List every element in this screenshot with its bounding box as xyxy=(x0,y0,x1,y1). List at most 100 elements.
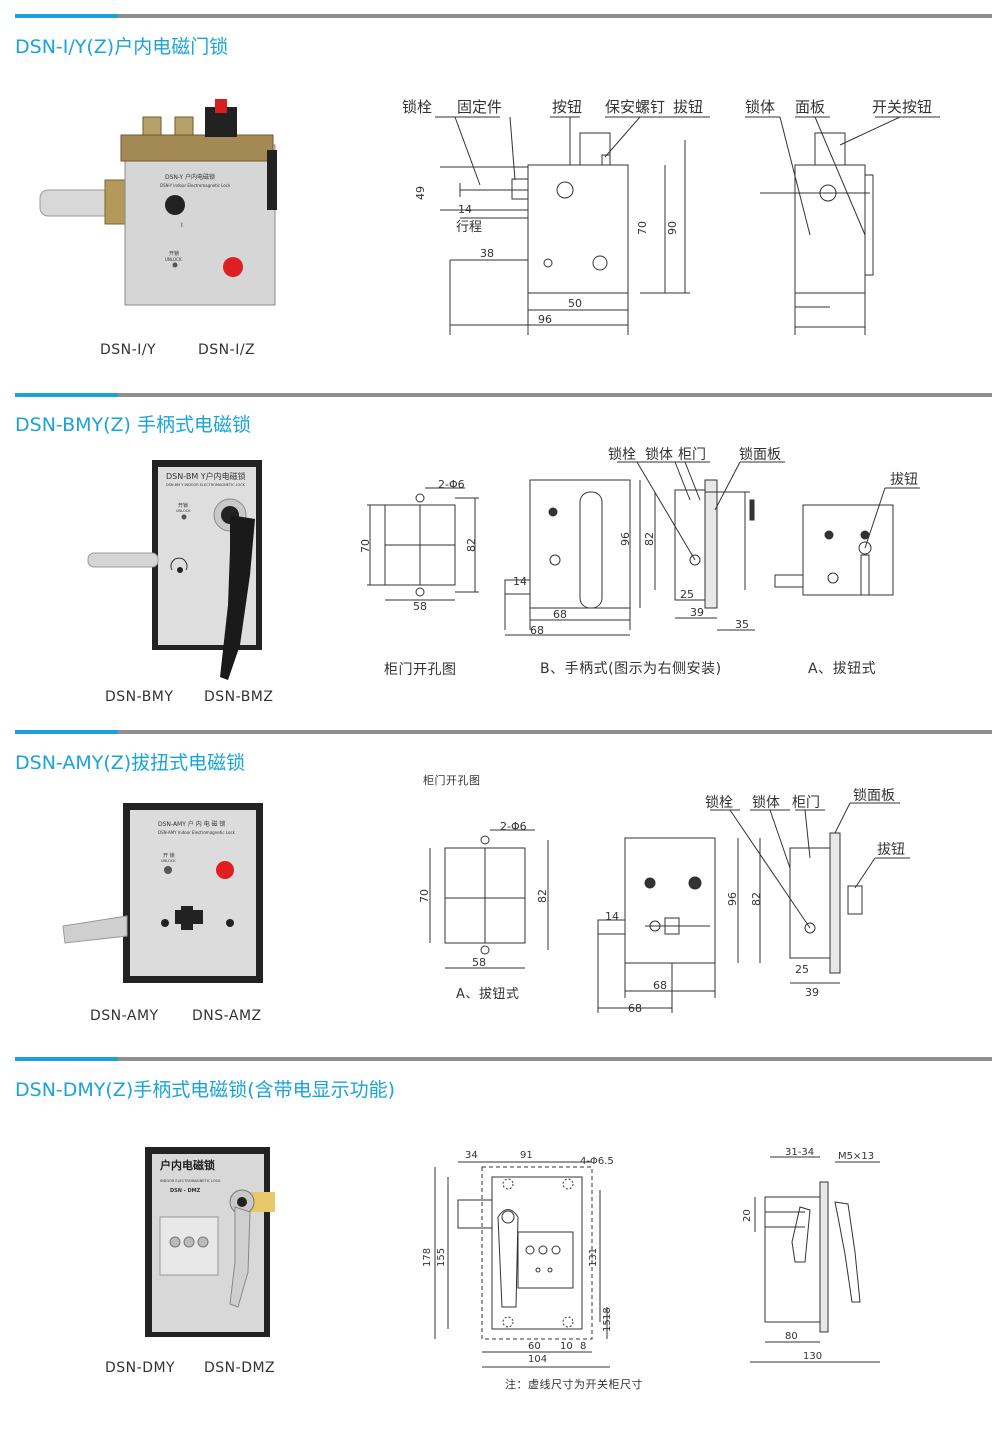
product-label: DSN-Ⅰ/Y xyxy=(100,342,157,358)
product-label: DSN-DMY xyxy=(105,1360,176,1376)
dim-label: 104 xyxy=(528,1354,547,1365)
dim-label: 14 xyxy=(513,575,527,588)
product-label: DSN-AMY xyxy=(90,1008,159,1024)
panel-text: UNLOCK xyxy=(165,257,182,262)
panel-text: DSN-AMY 户 内 电 磁 锁 xyxy=(158,820,225,828)
callout-label: 开关按钮 xyxy=(872,98,932,116)
callout-label: 固定件 xyxy=(457,98,502,116)
dimension-drawing-dsn-amy: 2-Φ6 70 82 58 96 82 14 68 68 25 39 锁栓 锁体… xyxy=(418,788,910,1015)
callout-label: 拔钮 xyxy=(890,472,918,488)
dim-label: 60 xyxy=(528,1341,541,1352)
panel-text: 户内电磁锁 xyxy=(160,1158,215,1172)
product-label: DNS-AMZ xyxy=(192,1008,262,1024)
panel-text: DSN-Y 户内电磁锁 xyxy=(165,173,215,181)
dim-label: 31-34 xyxy=(785,1147,814,1158)
section-title: DSN-AMY(Z)拔扭式电磁锁 xyxy=(15,752,246,774)
section-rule xyxy=(118,1057,992,1061)
dimension-drawing-dsn-1: 锁栓 固定件 按钮 保安螺钉 拔钮 锁体 面板 开关按钮 49 14 行程 38… xyxy=(402,98,940,335)
dim-label: 70 xyxy=(636,221,649,235)
section-rule xyxy=(118,14,992,18)
product-label: DSN-BMY xyxy=(105,689,174,705)
panel-text: DSN - DMZ xyxy=(170,1188,201,1194)
product-photo-dsn-amy: DSN-AMY 户 内 电 磁 锁 DSN-AMY Indoor Electro… xyxy=(62,803,263,983)
dim-label: 15 xyxy=(602,1319,613,1332)
panel-text: INDOOR ELECTROMAGNETIC LOCK xyxy=(160,1179,221,1183)
dim-label: 178 xyxy=(422,1248,433,1267)
panel-text: DSN-Y Indoor Electromagnetic Lock xyxy=(160,183,231,188)
callout-label: 锁面板 xyxy=(739,447,781,463)
product-photo-dsn-1: DSN-Y 户内电磁锁 DSN-Y Indoor Electromagnetic… xyxy=(39,99,277,306)
dim-label: 58 xyxy=(472,956,486,969)
callout-label: 锁体 xyxy=(645,447,673,463)
callout-label: 保安螺钉 xyxy=(605,98,665,116)
callout-label: 柜门 xyxy=(678,447,706,463)
dim-label: 155 xyxy=(436,1248,447,1267)
section-rule-accent xyxy=(15,14,118,18)
dim-label: 70 xyxy=(418,889,431,903)
callout-label: 锁栓 xyxy=(608,447,636,463)
panel-text: I xyxy=(181,222,183,229)
dim-label: 2-Φ6 xyxy=(438,478,465,491)
dim-label: 131 xyxy=(588,1248,599,1267)
product-label: DSN-BMZ xyxy=(204,689,274,705)
section-title: DSN-BMY(Z) 手柄式电磁锁 xyxy=(15,414,251,436)
dim-label: 14 xyxy=(605,910,619,923)
product-photo-dsn-dmy: 户内电磁锁 INDOOR ELECTROMAGNETIC LOCK DSN - … xyxy=(145,1147,275,1337)
section-dsn-dmy: DSN-DMY(Z)手柄式电磁锁(含带电显示功能) 户内电磁锁 INDOOR E… xyxy=(0,1057,1000,1431)
section-rule xyxy=(118,730,992,734)
dim-label: 50 xyxy=(568,297,582,310)
dim-label: 90 xyxy=(666,221,679,235)
dim-label: 58 xyxy=(413,600,427,613)
dim-label: 91 xyxy=(520,1150,533,1161)
dim-label: 18 xyxy=(602,1307,613,1320)
dim-label: 96 xyxy=(726,892,739,906)
dim-label: 68 xyxy=(653,979,667,992)
dim-label: 20 xyxy=(742,1209,753,1222)
section-rule-accent xyxy=(15,730,118,734)
product-label: DSN-Ⅰ/Z xyxy=(198,342,256,358)
dim-label: M5×13 xyxy=(838,1151,874,1162)
dim-label: 38 xyxy=(480,247,494,260)
panel-text: UNLOCK xyxy=(176,509,191,513)
callout-label: 面板 xyxy=(795,98,825,116)
panel-text: DSN-BM Y INDOOR ELECTROMAGNETIC LOCK xyxy=(166,483,246,487)
panel-text: UNLOCK xyxy=(161,859,176,863)
section-dsn-amy: DSN-AMY(Z)拔扭式电磁锁 DSN-AMY 户 内 电 磁 锁 DSN-A… xyxy=(0,728,1000,1058)
dim-label: 14 xyxy=(458,203,472,216)
dim-label: 82 xyxy=(536,889,549,903)
callout-label: 锁栓 xyxy=(402,98,432,116)
dim-label: 2-Φ6 xyxy=(500,820,527,833)
dim-label: 70 xyxy=(359,539,372,553)
callout-label: 锁体 xyxy=(745,98,775,116)
dim-label: 130 xyxy=(803,1351,822,1362)
drawing-note: 注：虚线尺寸为开关柜尺寸 xyxy=(505,1378,643,1391)
dim-label: 96 xyxy=(538,313,552,326)
section-dsn-1: DSN-Ⅰ/Y(Z)户内电磁门锁 DSN-Y 户内电磁锁 DSN-Y Indoo… xyxy=(0,0,1000,390)
dim-label: 82 xyxy=(465,538,478,552)
section-rule-accent xyxy=(15,1057,118,1061)
dim-label: 49 xyxy=(414,186,427,200)
dim-label: 4-Φ6.5 xyxy=(580,1156,614,1167)
dim-label: 39 xyxy=(690,606,704,619)
dim-label: 25 xyxy=(680,588,694,601)
drawing-caption: 柜门开孔图 xyxy=(423,774,481,787)
product-photo-dsn-bmy: DSN-BM Y户内电磁锁 DSN-BM Y INDOOR ELECTROMAG… xyxy=(87,460,262,680)
section-title: DSN-Ⅰ/Y(Z)户内电磁门锁 xyxy=(15,36,229,58)
callout-label: 柜门 xyxy=(792,795,820,811)
section-title: DSN-DMY(Z)手柄式电磁锁(含带电显示功能) xyxy=(15,1079,396,1101)
panel-text: 开锁 xyxy=(169,250,179,257)
dim-label: 68 xyxy=(628,1002,642,1015)
dim-label: 80 xyxy=(785,1331,798,1342)
panel-text: 开锁 xyxy=(178,502,188,509)
panel-text: DSN-BM Y户内电磁锁 xyxy=(166,471,246,481)
section-rule-accent xyxy=(15,393,118,397)
dim-label: 68 xyxy=(530,624,544,637)
dim-label: 25 xyxy=(795,963,809,976)
drawing-caption: A、拔钮式 xyxy=(808,661,877,677)
callout-label: 按钮 xyxy=(552,98,582,116)
callout-label: 锁栓 xyxy=(705,795,733,811)
callout-label: 拔钮 xyxy=(673,98,703,116)
dim-label: 82 xyxy=(643,532,656,546)
dimension-drawing-dsn-dmy: 34 91 4-Φ6.5 178 155 131 15 18 60 10 8 1… xyxy=(422,1147,880,1368)
panel-text: DSN-AMY Indoor Electromagnetic Lock xyxy=(158,830,236,835)
